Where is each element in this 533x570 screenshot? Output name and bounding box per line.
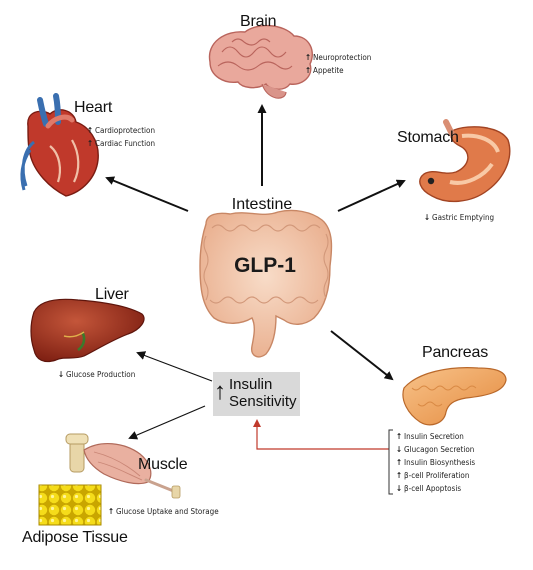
heart-effects: ↑Cardioprotection ↑Cardiac Function [87,124,155,150]
pancreas-label: Pancreas [422,344,488,361]
stomach-effect-1: ↓Gastric Emptying [424,213,495,222]
insulin-sensitivity-box [213,372,300,416]
stomach-illustration [419,119,511,203]
intestine-illustration [199,209,333,358]
arrow-to-muscle [128,405,206,440]
brain-illustration [208,25,313,99]
brain-effect-2: ↑Appetite [305,66,344,75]
arrow-to-pancreas [330,330,394,381]
liver-effects: ↓Glucose Production [58,368,135,381]
muscle-label: Muscle [138,456,188,473]
insulin-sensitivity-line1: Insulin [229,376,273,393]
heart-illustration [20,93,99,197]
pancreas-effect-1: ↑Insulin Secretion [396,432,464,441]
muscle-effects: ↑Glucose Uptake and Storage [108,505,219,518]
liver-effect-1: ↓Glucose Production [58,370,136,379]
brain-effects: ↑Neuroprotection ↑Appetite [305,51,371,77]
heart-effect-2: ↑Cardiac Function [87,139,156,148]
pancreas-effect-3: ↑Insulin Biosynthesis [396,458,476,467]
insulin-sensitivity-arrow: ↑ [214,378,226,405]
pancreas-effect-5: ↓β-cell Apoptosis [396,484,462,493]
heart-effect-1: ↑Cardioprotection [87,126,156,135]
pancreas-effect-4: ↑β-cell Proliferation [396,471,470,480]
adipose-label: Adipose Tissue [22,529,128,546]
pancreas-effect-2: ↓Glucagon Secretion [396,445,475,454]
liver-label: Liver [95,286,129,303]
adipose-illustration [38,484,102,526]
brain-effect-1: ↑Neuroprotection [305,53,372,62]
stomach-effects: ↓Gastric Emptying [424,211,494,224]
feedback-arrow-to-insulin-sensitivity [253,419,389,450]
stomach-label: Stomach [397,129,459,146]
liver-illustration [30,298,145,363]
arrow-to-heart [105,176,189,212]
pancreas-effects: ↑Insulin Secretion ↓Glucagon Secretion ↑… [396,430,475,495]
muscle-illustration [65,433,181,499]
glp1-label: GLP-1 [234,254,296,277]
intestine-label: Intestine [231,196,293,213]
insulin-sensitivity-line2: Sensitivity [229,393,297,410]
brain-label: Brain [240,13,277,30]
pancreas-effects-bracket [388,429,393,495]
heart-label: Heart [74,99,113,116]
pancreas-illustration [402,367,507,426]
muscle-effect-1: ↑Glucose Uptake and Storage [108,507,219,516]
arrow-to-liver [136,351,213,382]
insulin-sensitivity-label: Insulin Sensitivity [229,376,297,410]
arrow-to-stomach [337,179,406,212]
